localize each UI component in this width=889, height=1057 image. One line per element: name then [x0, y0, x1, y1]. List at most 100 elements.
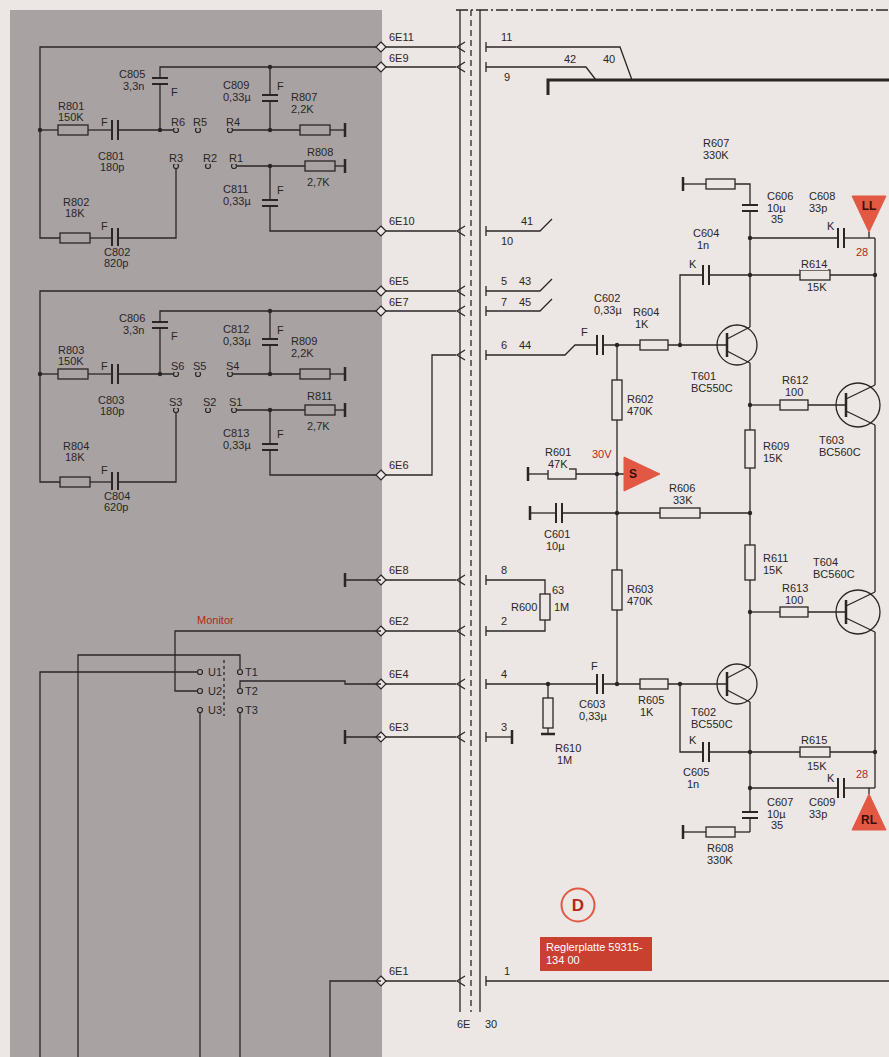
schematic-label: T1 — [244, 666, 259, 678]
schematic-label: 9 — [503, 71, 511, 83]
schematic-label: R606 — [668, 482, 696, 494]
connector-chevron — [457, 350, 465, 360]
switch-contact — [238, 670, 243, 675]
schematic-label: 0,33µ — [578, 710, 608, 722]
schematic-label: 1 — [503, 965, 511, 977]
schematic-label: F — [276, 80, 285, 92]
schematic-label: T2 — [244, 685, 259, 697]
resistor-symbol — [300, 125, 330, 135]
schematic-label: R602 — [626, 393, 654, 405]
schematic-label: 10µ — [545, 540, 566, 552]
schematic-label: 5 — [500, 275, 508, 287]
wire — [386, 290, 456, 291]
schematic-label: 11 — [500, 31, 513, 43]
output-triangle: RL — [852, 794, 886, 830]
wire — [749, 580, 750, 666]
wire — [562, 512, 660, 513]
junction-dot — [615, 343, 619, 347]
junction-dot — [748, 750, 752, 754]
wire — [335, 165, 345, 166]
schematic-label: 15K — [806, 281, 828, 293]
ground-symbol — [511, 730, 514, 744]
wire — [270, 450, 381, 475]
schematic-label: S6 — [170, 360, 185, 372]
terminal-diamond — [376, 62, 386, 72]
junction-dot — [158, 128, 162, 132]
schematic-label: BC550C — [690, 718, 734, 730]
wire — [40, 291, 381, 482]
schematic-label: 6E10 — [388, 215, 416, 227]
wire — [269, 410, 270, 444]
wire — [386, 980, 456, 981]
wire — [830, 751, 875, 752]
schematic-label: 47K — [547, 458, 569, 470]
schematic-label: F — [100, 464, 109, 476]
resistor-symbol — [60, 477, 90, 487]
wire — [40, 672, 198, 1057]
schematic-label: 2,2K — [290, 103, 315, 115]
wire — [330, 373, 345, 374]
wire — [750, 237, 838, 238]
junction-dot — [268, 65, 272, 69]
wire — [616, 345, 617, 380]
schematic-label: F — [170, 86, 179, 98]
schematic-label: 100 — [784, 594, 804, 606]
transistor-base — [845, 393, 848, 417]
schematic-label: C609 — [808, 796, 836, 808]
resistor-symbol — [640, 340, 668, 350]
board-outline — [456, 9, 889, 10]
supply-triangle: S — [624, 457, 660, 491]
schematic-label: 1n — [696, 239, 710, 251]
schematic-label: R608 — [706, 842, 734, 854]
resistor-symbol — [706, 827, 735, 837]
wire — [40, 47, 381, 238]
connector-chevron — [457, 62, 465, 72]
schematic-label: S4 — [225, 360, 240, 372]
terminal-diamond — [376, 42, 386, 52]
terminal-diamond — [376, 226, 386, 236]
wire — [603, 683, 640, 684]
schematic-label: 2,2K — [290, 347, 315, 359]
junction-dot — [678, 343, 682, 347]
capacitor-plate — [742, 204, 758, 206]
schematic-label: C605 — [682, 766, 710, 778]
ground-symbol — [344, 730, 347, 744]
schematic-label: S3 — [168, 396, 183, 408]
schematic-label: 6E4 — [388, 668, 410, 680]
schematic-label: K — [688, 258, 697, 270]
schematic-label: 33p — [808, 808, 828, 820]
schematic-label: K — [826, 772, 835, 784]
schematic-label: R603 — [626, 583, 654, 595]
wire — [486, 736, 512, 737]
schematic-label: 45 — [518, 296, 532, 308]
board-letter-circle: D — [560, 887, 596, 923]
connector-chevron — [457, 575, 465, 585]
schematic-label: S5 — [192, 360, 207, 372]
schematic-label: R809 — [290, 335, 318, 347]
schematic-label: C606 — [766, 190, 794, 202]
wire — [90, 237, 112, 238]
wire — [386, 736, 456, 737]
junction-dot — [268, 372, 272, 376]
switch-contact — [174, 128, 179, 133]
capacitor-plate — [111, 228, 113, 248]
wire — [844, 237, 875, 238]
capacitor-plate — [152, 83, 168, 85]
schematic-label: 33K — [672, 494, 694, 506]
wire — [118, 129, 174, 130]
schematic-label: 41 — [520, 215, 534, 227]
wire — [844, 787, 875, 788]
schematic-label: 150K — [57, 355, 85, 367]
switch-contact — [238, 689, 243, 694]
junction-dot — [38, 372, 42, 376]
switch-contact — [232, 164, 237, 169]
schematic-label: F — [100, 360, 109, 372]
schematic-label: R610 — [554, 742, 582, 754]
schematic-label: 0,33µ — [222, 335, 252, 347]
transistor-lead — [727, 351, 750, 363]
schematic-label: C812 — [222, 323, 250, 335]
transistor-base — [726, 672, 729, 696]
schematic-label: C602 — [593, 292, 621, 304]
